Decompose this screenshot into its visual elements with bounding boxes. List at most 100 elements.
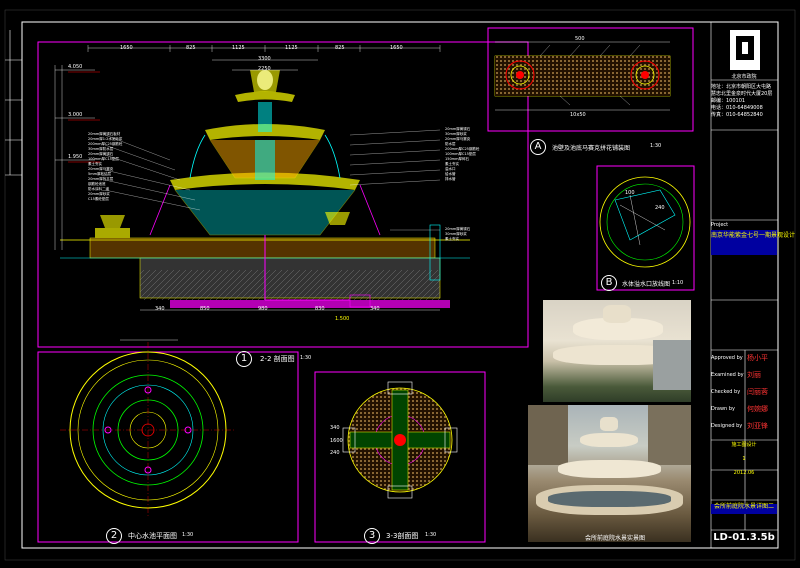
- dim-bottom-level: 1.500: [335, 316, 350, 322]
- svg-text:20mm厚黄锈石: 20mm厚黄锈石: [88, 151, 114, 156]
- svg-text:防水层: 防水层: [445, 141, 456, 146]
- overflow-outlet-drawing: [599, 176, 691, 268]
- svg-text:素土夯实: 素土夯实: [88, 161, 102, 166]
- dim-top-3: 1125: [232, 45, 245, 51]
- svg-text:防水涂料二道: 防水涂料二道: [88, 186, 109, 191]
- view3-frame: [314, 371, 486, 543]
- sec3-dim-2: 1600: [330, 438, 343, 444]
- pool-plan-drawing: [60, 339, 236, 518]
- sec3-dim-1: 340: [330, 425, 340, 431]
- view2-title: 中心水池平面图: [128, 532, 177, 540]
- sig-4: 何婉娜: [747, 405, 768, 413]
- dim-bottom-1: 340: [155, 306, 165, 312]
- svg-text:150mm厚碎石: 150mm厚碎石: [445, 156, 469, 161]
- svg-text:溢水口: 溢水口: [445, 166, 456, 171]
- svg-text:素土夯实: 素土夯实: [445, 236, 459, 241]
- dim-top-2: 825: [186, 45, 196, 51]
- sig-label-2: Examined by: [711, 372, 744, 378]
- dim-bottom-3: 980: [258, 306, 268, 312]
- address-line-1: 地址：北京市朝阳区大屯路: [711, 84, 772, 90]
- viewB-frame: [596, 165, 695, 291]
- dim-bottom-5: 340: [370, 306, 380, 312]
- svg-text:20mm厚黄锈石板材: 20mm厚黄锈石板材: [88, 131, 121, 136]
- svg-text:20mm厚马赛克: 20mm厚马赛克: [88, 166, 114, 171]
- svg-text:5mm厚粘结层: 5mm厚粘结层: [88, 171, 112, 176]
- svg-text:C15素砼垫层: C15素砼垫层: [88, 196, 109, 201]
- svg-text:20mm厚黄锈石: 20mm厚黄锈石: [445, 126, 471, 131]
- svg-text:200mm厚C25钢筋砼: 200mm厚C25钢筋砼: [445, 146, 480, 151]
- view3-number: 3: [364, 528, 380, 544]
- viewB-letter: B: [601, 275, 617, 291]
- level-2: 3.000: [68, 112, 83, 118]
- svg-text:20mm厚黄锈石: 20mm厚黄锈石: [445, 226, 471, 231]
- address-line-2: 慧忠北里金泉时代大厦20层: [711, 91, 773, 97]
- viewA-dim-1: 500: [575, 36, 585, 42]
- view1-number: 1: [236, 351, 252, 367]
- sig-1: 杨小平: [747, 354, 768, 362]
- section-2-2-drawing: 20mm厚黄锈石板材 20mm厚1:2水泥砂浆 200mm厚C25钢筋砼 30m…: [54, 45, 480, 311]
- view2-number: 2: [106, 528, 122, 544]
- view1-frame: [37, 41, 529, 348]
- view2-frame: [37, 351, 299, 543]
- svg-text:100mm厚C15垫层: 100mm厚C15垫层: [445, 151, 476, 156]
- sig-label-5: Designed by: [711, 423, 743, 429]
- view1-scale: 1:30: [300, 355, 312, 361]
- dim-top-5: 825: [335, 45, 345, 51]
- sig-label-1: Approved by: [711, 355, 743, 361]
- sheet-number: LD-01.3.5b: [713, 532, 775, 543]
- viewB-title: 水体溢水口放线图: [622, 281, 671, 288]
- drawing-date: 2012.06: [733, 470, 755, 476]
- sec3-dim-3: 240: [330, 450, 340, 456]
- svg-text:给水管: 给水管: [445, 171, 456, 176]
- fountain-photo-closeup: [543, 300, 691, 402]
- address-line-5: 传真：010-64852840: [711, 112, 763, 118]
- svg-text:20mm厚找平层: 20mm厚找平层: [88, 176, 114, 181]
- address-line-4: 电话：010-64849008: [711, 105, 763, 111]
- svg-text:30mm厚防水层: 30mm厚防水层: [88, 146, 114, 151]
- viewA-dim-2: 10x50: [570, 112, 586, 118]
- dim-top-6: 1650: [390, 45, 403, 51]
- viewA-title: 池壁及池底马赛克拼花铺装图: [552, 145, 631, 152]
- title-block: 北京市政院 地址：北京市朝阳区大屯路 慧忠北里金泉时代大厦20层 邮编：1001…: [711, 22, 795, 548]
- svg-text:20mm厚砂浆: 20mm厚砂浆: [88, 191, 110, 196]
- drawing-name: 会所前庭院水景详图二: [711, 504, 777, 514]
- svg-text:排水管: 排水管: [445, 176, 456, 181]
- photo-caption: 会所前庭院水景实景图: [585, 535, 646, 542]
- svg-text:200mm厚C25钢筋砼: 200mm厚C25钢筋砼: [88, 141, 123, 146]
- view1-title: 2-2 剖面图: [260, 355, 295, 363]
- viewA-scale: 1:30: [650, 143, 662, 149]
- drawing-scale: 1: [742, 456, 746, 462]
- svg-text:100mm厚C15垫层: 100mm厚C15垫层: [88, 156, 119, 161]
- svg-text:钢筋砼池底: 钢筋砼池底: [88, 181, 106, 186]
- address-line-3: 邮编：100101: [711, 98, 746, 104]
- section-3-3-drawing: [342, 381, 458, 499]
- sig-2: 刘丽: [747, 371, 761, 379]
- dim-top2-1: 3300: [258, 56, 271, 62]
- view2-scale: 1:30: [182, 532, 194, 538]
- level-1: 4.050: [68, 64, 83, 70]
- viewA-frame: [487, 27, 694, 132]
- dim-top2-2: 2250: [258, 66, 271, 72]
- binding-margin: [5, 22, 23, 548]
- viewB-dim-1: 100: [625, 190, 635, 196]
- mosaic-pattern-drawing: [494, 41, 671, 111]
- svg-text:30mm厚砂浆: 30mm厚砂浆: [445, 231, 467, 236]
- sig-label-3: Checked by: [711, 389, 741, 395]
- fountain-photo-garden: [528, 405, 691, 542]
- project-name: 南京华能紫金七号一期景观设计: [711, 230, 795, 255]
- svg-text:30mm厚砂浆: 30mm厚砂浆: [445, 131, 467, 136]
- sig-label-4: Drawn by: [711, 406, 735, 412]
- dim-bottom-4: 830: [315, 306, 325, 312]
- viewB-dim-2: 240: [655, 205, 665, 211]
- dim-bottom-2: 850: [200, 306, 210, 312]
- viewB-scale: 1:10: [672, 280, 684, 286]
- svg-text:素土夯实: 素土夯实: [445, 161, 459, 166]
- dim-top-1: 1650: [120, 45, 133, 51]
- svg-text:20mm厚马赛克: 20mm厚马赛克: [445, 136, 471, 141]
- view3-scale: 1:30: [425, 532, 437, 538]
- sig-5: 刘亚锋: [747, 422, 768, 430]
- company-name: 北京市政院: [731, 74, 757, 80]
- sig-3: 闫丽蓉: [747, 388, 768, 396]
- viewA-letter: A: [530, 139, 546, 155]
